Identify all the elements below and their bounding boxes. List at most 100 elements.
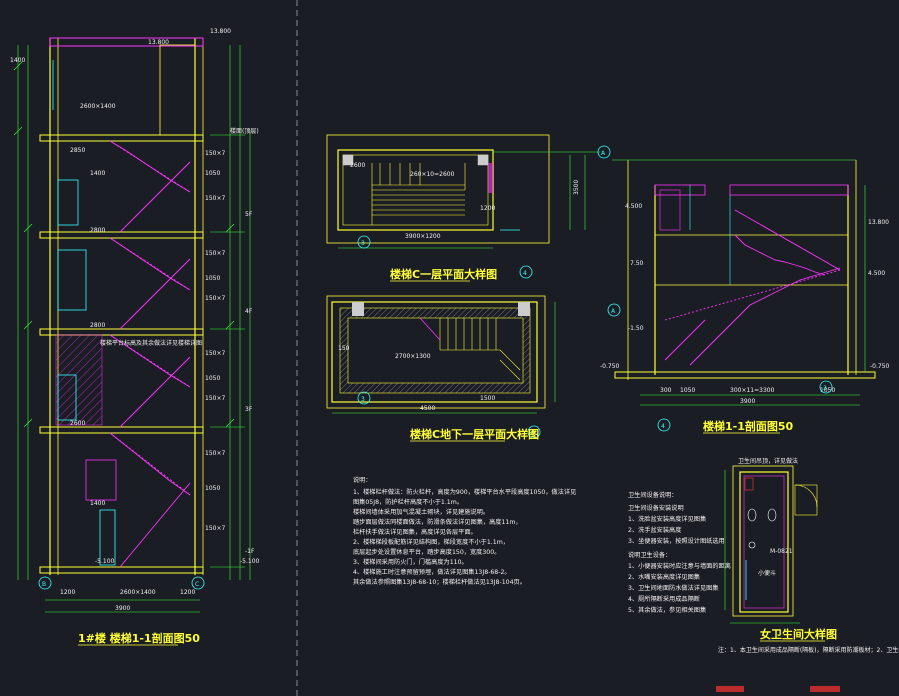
notes-line: 4、楼梯施工时注意预留预埋，做法详见图集13J8-68-2。	[353, 568, 511, 576]
svg-text:B: B	[42, 581, 46, 588]
plan-first-title: 楼梯C一层平面大样图	[390, 267, 497, 281]
svg-text:260×10=2600: 260×10=2600	[410, 171, 455, 178]
notes-line: 楼梯间墙体采用加气混凝土砌块，详见建施说明。	[353, 508, 489, 516]
svg-text:A: A	[611, 308, 616, 315]
svg-text:-1F: -1F	[245, 548, 255, 555]
notes-line: 3、楼梯间采用防火门，门槛高度为110。	[353, 558, 468, 566]
left-section-title: 1#楼 楼梯1-1剖面图50	[78, 631, 200, 645]
section-top-level: 13.800	[868, 219, 889, 226]
svg-text:-1.50: -1.50	[628, 325, 644, 332]
axis-bubble-3-section: 3	[819, 380, 833, 394]
section-mid-level: 4.500	[868, 270, 885, 277]
svg-text:1050: 1050	[205, 170, 220, 177]
toilet-notes-line: 1、小便器安装时应注意与墙面的距离	[628, 562, 731, 570]
axis-bubble-4-plan1: 4	[519, 265, 533, 279]
svg-text:13.800: 13.800	[210, 28, 231, 35]
svg-text:2800: 2800	[90, 322, 105, 329]
svg-text:150×7: 150×7	[205, 350, 225, 357]
section-low-level: -0.750	[600, 363, 620, 370]
svg-text:3: 3	[823, 385, 827, 392]
toilet-notes-line: 5、其余做法，参见相关图集	[628, 606, 706, 614]
toilet-fixture-label: 小便斗	[758, 569, 776, 577]
svg-text:300: 300	[660, 387, 672, 394]
toilet-notes-line: 说明卫生设备：	[628, 551, 671, 559]
plan-first-floor: 2600 260×10=2600 1200 3900×1200 3500 A 3…	[326, 134, 611, 282]
svg-text:4: 4	[523, 270, 527, 277]
svg-text:150×7: 150×7	[205, 195, 225, 202]
svg-text:150×7: 150×7	[205, 250, 225, 257]
svg-text:C: C	[195, 581, 199, 588]
svg-text:3900×1200: 3900×1200	[405, 233, 441, 240]
svg-text:150×7: 150×7	[205, 450, 225, 457]
svg-text:150: 150	[338, 345, 350, 352]
svg-text:-5.100: -5.100	[95, 558, 115, 565]
axis-bubble-4-section: 4	[657, 418, 671, 432]
svg-text:2600: 2600	[70, 420, 85, 427]
plan-basement-title: 楼梯C地下一层平面大样图	[410, 427, 539, 441]
general-notes: 说明： 1、楼梯栏杆做法：防火栏杆，高度为900，楼梯平台水平段高度1050，做…	[353, 476, 576, 586]
toilet-notes-line: 2、水嘴安装高度详见图集	[628, 573, 700, 581]
svg-text:3: 3	[361, 396, 365, 403]
top-dimension: 13.800	[148, 39, 169, 46]
toilet-notes-title: 卫生间设备说明：	[628, 491, 678, 499]
svg-text:4: 4	[661, 423, 665, 430]
toilet-notes-line: 2、洗手盆安装高度	[628, 526, 681, 534]
svg-text:150×7: 150×7	[205, 395, 225, 402]
toilet-plan-title: 女卫生间大样图	[760, 627, 837, 641]
svg-text:2600×1400: 2600×1400	[120, 589, 156, 596]
toilet-notes: 卫生间设备说明： 卫生间设备安装说明 1、洗脸盆安装高度详见图集 2、洗手盆安装…	[628, 491, 731, 614]
roof-level-label: 楼面(顶层)	[230, 127, 259, 135]
notes-line: 1、楼梯栏杆做法：防火栏杆，高度为900，楼梯平台水平段高度1050，做法详见	[353, 488, 576, 496]
svg-text:楼梯平台标高及其余做法详见楼梯详图: 楼梯平台标高及其余做法详见楼梯详图	[100, 339, 202, 347]
svg-text:1050: 1050	[205, 485, 220, 492]
svg-text:1200: 1200	[180, 589, 195, 596]
svg-text:3500: 3500	[573, 180, 580, 195]
svg-text:1050: 1050	[680, 387, 695, 394]
toilet-notes-line: 1、洗脸盆安装高度详见图集	[628, 515, 706, 523]
floor-4f-label: 4F	[245, 308, 253, 315]
notes-line: 栏杆扶手做法详见图集，高度详见各层平面。	[353, 528, 477, 536]
notes-line: 底层起步处设置休息平台，踏步高度150，宽度300。	[353, 548, 500, 556]
svg-text:150×7: 150×7	[205, 525, 225, 532]
svg-text:2600×1400: 2600×1400	[80, 103, 116, 110]
floor-3f-label: 3F	[245, 406, 253, 413]
svg-text:-0.750: -0.750	[870, 363, 890, 370]
toilet-notes-line: 3、坐便器安装，按照设计图纸选用	[628, 537, 725, 545]
svg-text:2850: 2850	[70, 147, 85, 154]
svg-text:A: A	[601, 150, 606, 157]
axis-bubble-c: C	[191, 576, 205, 590]
right-section-drawing: 13.800 4.500 7.50 -1.50 -0.750 -0.750 4.…	[600, 159, 890, 434]
svg-text:2600: 2600	[350, 162, 365, 169]
toilet-top-note: 卫生间吊顶，详见做法	[738, 457, 798, 465]
right-section-title: 楼梯1-1剖面图50	[703, 419, 794, 433]
svg-text:1050: 1050	[205, 375, 220, 382]
svg-text:300×11=3300: 300×11=3300	[730, 387, 775, 394]
notes-title: 说明：	[353, 476, 372, 484]
axis-bubble-a-plan1: A	[597, 145, 611, 159]
axis-bubble-4-plan2: 4	[527, 425, 541, 439]
svg-text:1400: 1400	[90, 170, 105, 177]
notes-line: 其余做法参照图集13J8-68-10；楼梯栏杆做法见13J8-104页。	[353, 578, 526, 586]
right-bottom-dim: 3900	[740, 398, 755, 405]
svg-text:1050: 1050	[820, 387, 835, 394]
base-level-label: -5.100	[240, 558, 260, 565]
toilet-plan: 卫生间吊顶，详见做法 小便斗 M-0821 女卫生间大样图 注：1、本卫生间采用…	[718, 457, 899, 654]
stamp-marks	[716, 686, 840, 692]
axis-bubble-b: B	[38, 576, 52, 590]
svg-text:150×7: 150×7	[205, 295, 225, 302]
svg-text:2700×1300: 2700×1300	[395, 353, 431, 360]
notes-line: 2、楼梯梯段板配筋详见结构图，梯段宽度不小于1.1m，	[353, 538, 509, 546]
axis-bubble-3-plan2: 3	[357, 391, 371, 405]
svg-text:1400: 1400	[10, 57, 25, 64]
toilet-notes-line: 卫生间设备安装说明	[628, 504, 684, 512]
svg-text:3: 3	[361, 240, 365, 247]
svg-text:1200: 1200	[60, 589, 75, 596]
svg-text:4.500: 4.500	[625, 203, 642, 210]
svg-text:1050: 1050	[205, 275, 220, 282]
svg-text:150×7: 150×7	[205, 150, 225, 157]
toilet-footer: 注：1、本卫生间采用成品隔断(隔板)，隔断采用防潮板材；2、卫生间地面做防水处理…	[718, 646, 899, 654]
notes-line: 踏步面层做法同楼面做法，防滑条做法详见图集，高度11m，	[353, 518, 522, 526]
svg-text:7.50: 7.50	[630, 260, 644, 267]
svg-text:1400: 1400	[90, 500, 105, 507]
svg-text:2800: 2800	[90, 227, 105, 234]
